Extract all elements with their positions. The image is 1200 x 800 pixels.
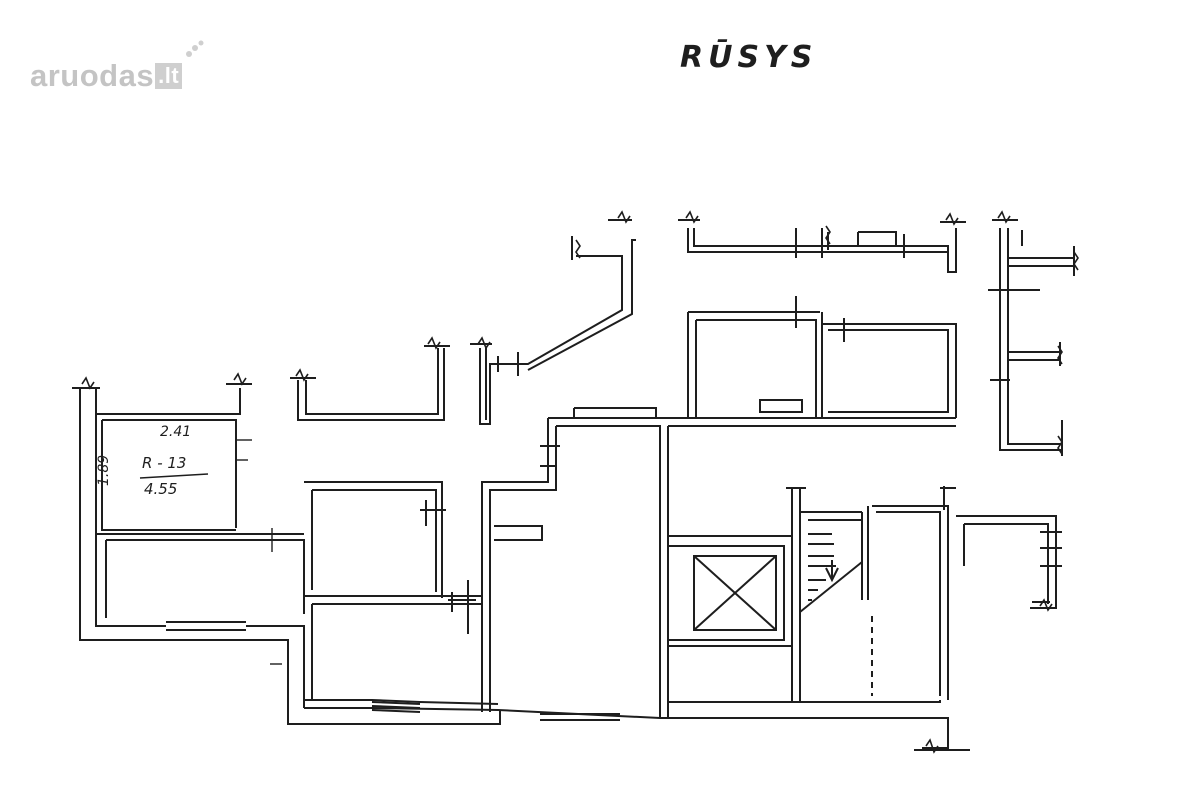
room-width-dimension: 2.41 [160, 424, 192, 440]
wall-right-strip [988, 219, 1075, 456]
staircase [799, 486, 956, 700]
dimension-ticks [236, 439, 282, 665]
break-marks [81, 210, 1079, 754]
wall-inner-rooms [304, 481, 482, 700]
room-area-label: 4.55 [144, 480, 178, 498]
watermark-suffix: .lt [155, 63, 183, 89]
wall-mid-rooms [687, 296, 957, 418]
page-title: RŪSYS [680, 40, 818, 75]
wall-top-corridor [678, 219, 966, 273]
watermark-logo: aruodas.lt [30, 58, 183, 94]
wall-central [481, 407, 956, 718]
window-left [166, 621, 246, 631]
watermark-text: aruodas [30, 58, 155, 93]
window-bottom-1 [371, 701, 421, 713]
wall-left-wing [72, 383, 501, 725]
room-depth-dimension: 1.89 [96, 454, 112, 486]
wall-corridor-diagonal [470, 219, 636, 425]
wall-right-annex [956, 515, 1062, 609]
watermark-dots-icon [186, 40, 204, 57]
room-id-label: R - 13 [142, 454, 187, 472]
wall-bottom [304, 487, 970, 751]
lift-shaft-icon [668, 535, 792, 647]
stair-arrow-icon [825, 560, 839, 583]
window-bottom-2 [540, 713, 620, 721]
wall-u-room-1 [290, 345, 450, 421]
room-label-divider [139, 473, 209, 479]
